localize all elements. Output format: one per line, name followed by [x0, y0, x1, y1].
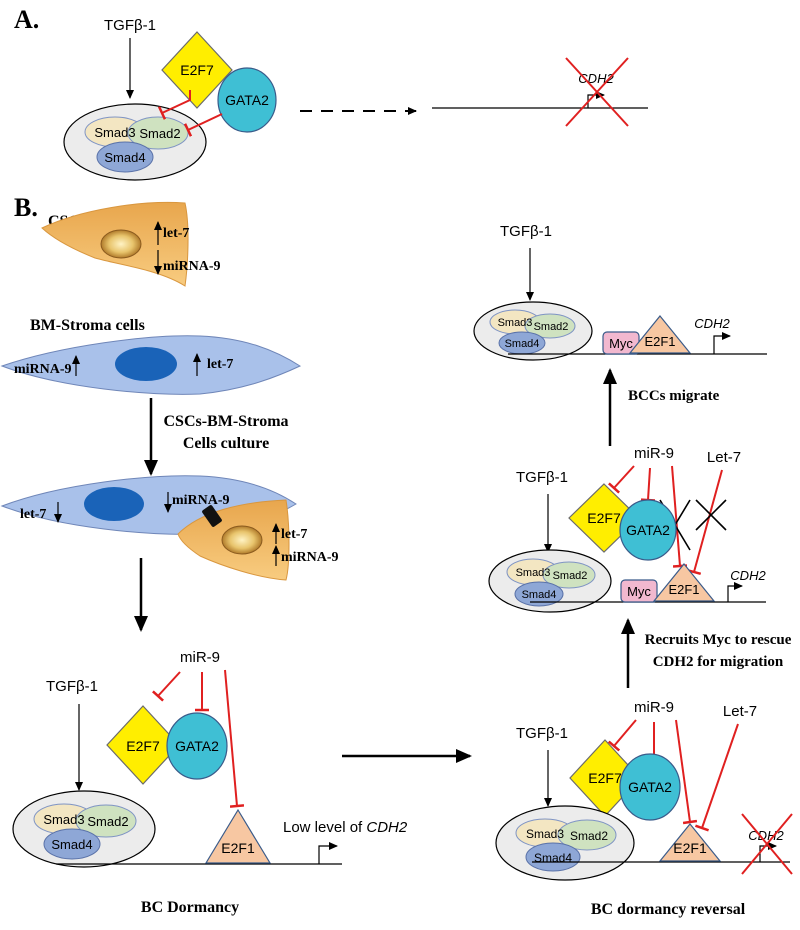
reversal-let7-e2f1-inhibition: [694, 723, 739, 832]
reversal-let7-label: Let-7: [723, 703, 757, 720]
rescue-gata2-label: GATA2: [626, 522, 670, 538]
rescue-mir9-e2f7-inhibition: [607, 465, 635, 494]
bc-dormancy-reversal-panel: TGFβ-1 miR-9 Let-7 E2F7 GATA2 Smad3 Smad…: [495, 699, 793, 918]
coculture-label-line1: CSCs-BM-Stroma: [163, 413, 288, 430]
rescue-let7-label: Let-7: [707, 449, 741, 466]
panel-a: A. TGFβ-1 Smad3 Smad2 Smad4 E2F7 GATA2 C…: [14, 5, 648, 181]
rescue-mir9-e2f1-inhibition: [671, 465, 688, 568]
migrate-e2f1-node: [628, 315, 692, 354]
dormancy-e2f1-label: E2F1: [221, 840, 255, 856]
smad2-label: Smad2: [139, 126, 180, 141]
rescue-smad4-label: Smad4: [522, 589, 557, 601]
migrate-smad4-label: Smad4: [505, 338, 540, 350]
reversal-smad3-label: Smad3: [526, 827, 564, 841]
dormancy-smad4-label: Smad4: [51, 837, 92, 852]
co-csc-mirna9-label: miRNA-9: [281, 550, 339, 565]
panel-a-label: A.: [14, 5, 39, 34]
dormancy-smad2-label: Smad2: [87, 814, 128, 829]
coculture-label-line2: Cells culture: [183, 435, 269, 452]
dormancy-smad3-label: Smad3: [43, 812, 84, 827]
rescue-smad2-label: Smad2: [553, 570, 588, 582]
myc-rescue-panel: TGFβ-1 miR-9 Let-7 E2F7 GATA2 Smad3 Smad…: [488, 445, 766, 613]
reversal-e2f1-node: [658, 823, 722, 862]
rescue-e2f7-label: E2F7: [587, 510, 621, 526]
rescue-mir9-gata2-inhibition: [640, 467, 656, 502]
smad4-label: Smad4: [104, 150, 145, 165]
rescue-let7-e2f1-inhibition: [686, 469, 723, 576]
rescue-cdh2-label: CDH2: [730, 568, 766, 583]
gata2-node: GATA2: [217, 67, 277, 133]
co-bm-mirna9-label: miRNA-9: [172, 493, 230, 508]
migrate-smad3-label: Smad3: [498, 317, 533, 329]
reversal-e2f1-label: E2F1: [673, 840, 707, 856]
rescue-e2f1-node: [652, 563, 716, 602]
csc-cell: let-7 miRNA-9: [41, 202, 221, 287]
smad-complex: Smad3 Smad2 Smad4: [63, 103, 207, 181]
migrate-e2f1-label: E2F1: [644, 334, 675, 349]
low-level-label: Low level of CDH2: [283, 819, 408, 836]
dormancy-caption: BC Dormancy: [141, 899, 239, 916]
migrate-smad2-label: Smad2: [534, 321, 569, 333]
coculture-cells: let-7 miRNA-9 let-7 miRNA-9: [0, 475, 339, 581]
mir9-e2f7-inhibition: [151, 671, 181, 702]
reversal-mir9-e2f1-inhibition: [675, 719, 698, 825]
smad3-label: Smad3: [94, 125, 135, 140]
rescue-tgfb-label: TGFβ-1: [516, 469, 568, 486]
csc-let7-label: let-7: [163, 226, 189, 241]
co-bm-let7-label: let-7: [20, 507, 46, 522]
dormancy-mir9-label: miR-9: [180, 649, 220, 666]
e2f7-label: E2F7: [180, 62, 214, 78]
tgfb-label: TGFβ-1: [104, 17, 156, 34]
panel-b: B. CSCs let-7 miRNA-9 BM-Stroma cells mi…: [0, 193, 339, 632]
co-csc-let7-label: let-7: [281, 527, 307, 542]
bm-mirna9-label: miRNA-9: [14, 362, 72, 377]
mir9-e2f1-inhibition: [224, 669, 245, 808]
gata2-inhibition: [183, 113, 223, 137]
dormancy-e2f1-node: [204, 808, 272, 864]
rescue-myc-label: Myc: [627, 584, 651, 599]
reversal-tgfb-label: TGFβ-1: [516, 725, 568, 742]
rescue-mir9-label: miR-9: [634, 445, 674, 462]
rescue-myc-node: [620, 579, 658, 603]
panel-b-label: B.: [14, 193, 38, 222]
migrate-cdh2-label: CDH2: [694, 316, 730, 331]
dormancy-gata2-label: GATA2: [175, 738, 219, 754]
csc-mirna9-label: miRNA-9: [163, 259, 221, 274]
e2f7-inhibition: [157, 90, 191, 120]
gata2-label: GATA2: [225, 92, 269, 108]
migrate-label: BCCs migrate: [628, 388, 720, 404]
junction-marker: [202, 505, 222, 527]
recruit-myc-label-line2: CDH2 for migration: [653, 654, 784, 670]
dormancy-e2f7-label: E2F7: [126, 738, 160, 754]
reversal-smad2-label: Smad2: [570, 829, 608, 843]
bcc-migrate-panel: TGFβ-1 Smad3 Smad2 Smad4 Myc E2F1 CDH2: [473, 223, 767, 361]
dormancy-tgfb-label: TGFβ-1: [46, 678, 98, 695]
bm-stroma-title: BM-Stroma cells: [30, 317, 145, 334]
bm-stroma-cell: miRNA-9 let-7: [0, 335, 302, 395]
migrate-tgfb-label: TGFβ-1: [500, 223, 552, 240]
cdh2-gene-a: CDH2: [432, 57, 648, 127]
reversal-e2f7-label: E2F7: [588, 770, 622, 786]
rescue-e2f1-label: E2F1: [668, 582, 699, 597]
bc-dormancy-panel: TGFβ-1 miR-9 E2F7 GATA2 Smad3 Smad2 Smad…: [12, 649, 408, 916]
reversal-mir9-e2f7-inhibition: [607, 719, 637, 752]
rescue-smad3-label: Smad3: [516, 567, 551, 579]
e2f7-node: E2F7: [161, 31, 233, 109]
bm-let7-label: let-7: [207, 357, 233, 372]
recruit-myc-label-line1: Recruits Myc to rescue: [645, 632, 792, 648]
reversal-mir9-label: miR-9: [634, 699, 674, 716]
reversal-caption: BC dormancy reversal: [591, 901, 746, 918]
reversal-gata2-label: GATA2: [628, 779, 672, 795]
migrate-myc-label: Myc: [609, 336, 633, 351]
reversal-smad4-label: Smad4: [534, 851, 572, 865]
